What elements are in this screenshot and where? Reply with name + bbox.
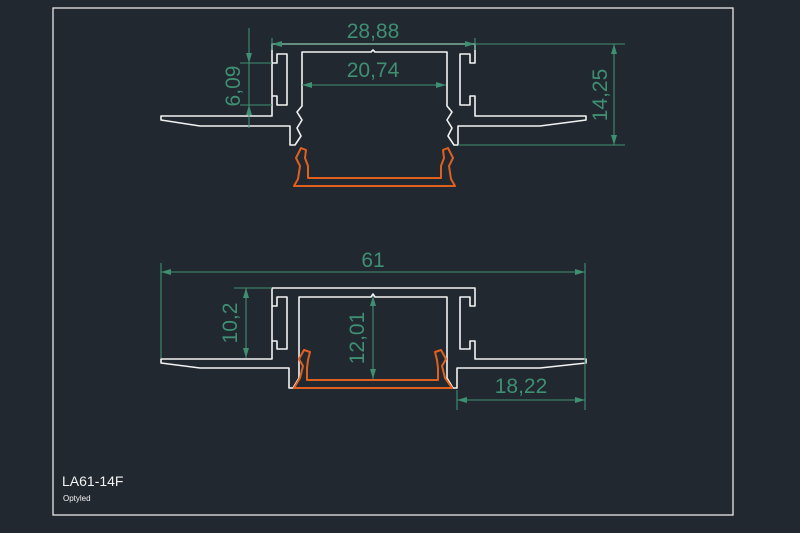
top-profile xyxy=(160,43,587,146)
top-diffuser xyxy=(293,147,456,187)
dim-inner-width: 20,74 xyxy=(347,59,400,82)
brand-label: Optyled xyxy=(63,494,91,503)
dim-body-height: 10,2 xyxy=(219,303,242,344)
bottom-diffuser xyxy=(293,349,453,389)
bottom-dimensions xyxy=(160,263,586,410)
dim-inner-height: 12,01 xyxy=(346,312,369,365)
dim-lip-height: 6,09 xyxy=(222,66,245,107)
top-dimensions xyxy=(240,28,625,146)
dim-total-height: 14,25 xyxy=(589,69,612,122)
dim-flange-width: 18,22 xyxy=(495,375,548,398)
dim-outer-width: 28,88 xyxy=(347,20,400,43)
dim-total-width: 61 xyxy=(361,249,384,272)
drawing-frame xyxy=(52,7,734,516)
drawing-title: LA61-14F xyxy=(62,473,123,489)
